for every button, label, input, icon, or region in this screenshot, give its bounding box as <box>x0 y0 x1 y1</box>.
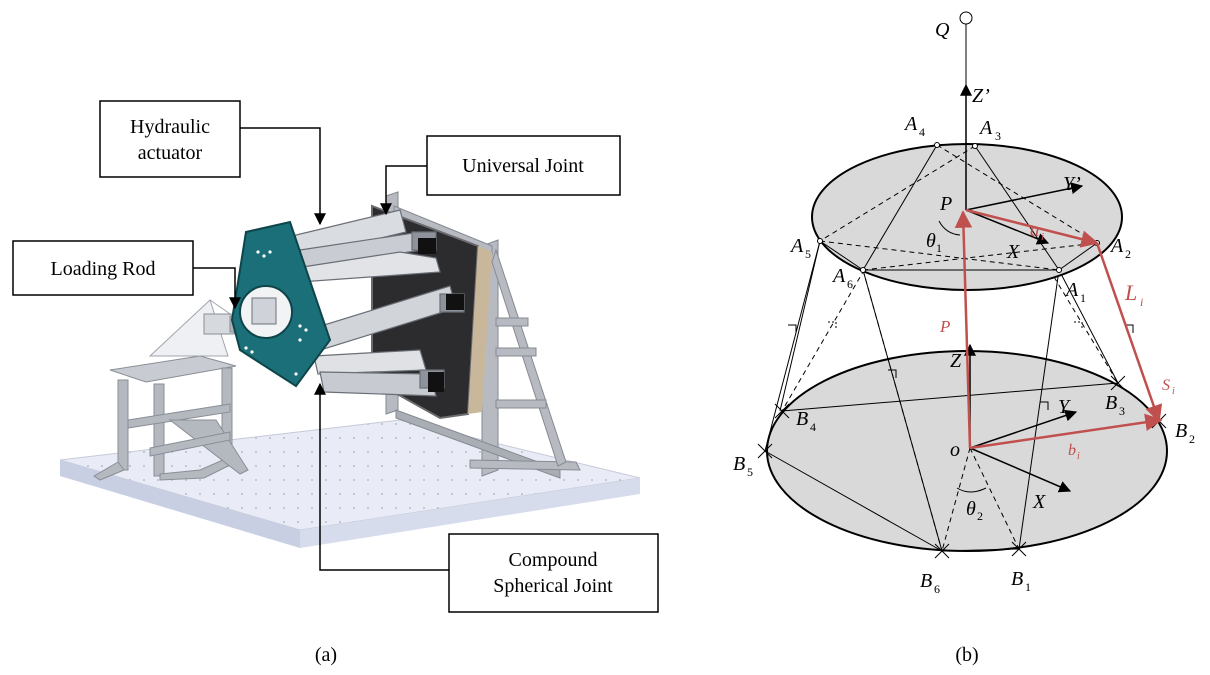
label-bi-sub: i <box>1077 451 1080 462</box>
callout-box-loading <box>12 240 194 296</box>
callout-compound-line1: Compound <box>509 549 598 571</box>
vector-li <box>1095 242 1163 423</box>
label-theta1-sub: 1 <box>936 241 942 255</box>
label-p-vector: P <box>939 317 950 336</box>
label-b2: B <box>1175 420 1187 442</box>
label-a2: A <box>1109 235 1124 257</box>
label-a5-sub: 5 <box>805 247 811 261</box>
label-b3: B <box>1105 392 1117 414</box>
callout-hydraulic-line1: Hydraulic <box>130 116 210 138</box>
callout-hydraulic-line2: actuator <box>138 142 203 164</box>
label-b5-sub: 5 <box>747 465 753 479</box>
vector-ai <box>965 208 1099 248</box>
vector-p <box>954 210 973 449</box>
point-q <box>959 11 973 25</box>
label-si-sub: i <box>1172 386 1175 397</box>
callout-loading: Loading Rod <box>51 258 156 280</box>
label-y: Y <box>1058 396 1071 418</box>
caption-b: (b) <box>955 644 978 666</box>
label-b4: B <box>796 408 808 430</box>
label-a3: A <box>978 117 993 139</box>
label-a2-sub: 2 <box>1125 247 1131 261</box>
callouts <box>12 100 659 613</box>
label-a3-sub: 3 <box>995 129 1001 143</box>
label-b5: B <box>733 453 745 475</box>
label-a6: A <box>831 265 846 287</box>
label-theta1: θ <box>926 230 936 252</box>
panel-a-rendering <box>59 191 641 548</box>
label-a4-sub: 4 <box>919 125 925 139</box>
callout-box-universal <box>426 135 621 196</box>
label-b1-sub: 1 <box>1025 580 1031 594</box>
callout-compound-line2: Spherical Joint <box>493 575 613 597</box>
label-bi: b <box>1068 442 1076 459</box>
label-li: L <box>1124 280 1137 305</box>
label-y-prime: Y’ <box>1063 173 1081 195</box>
callout-box-hydraulic <box>99 100 241 178</box>
callout-box-compound <box>448 533 659 613</box>
label-b6-sub: 6 <box>934 582 940 596</box>
label-b2-sub: 2 <box>1189 432 1195 446</box>
label-theta2-sub: 2 <box>977 509 983 523</box>
label-q: Q <box>935 19 950 41</box>
callout-universal: Universal Joint <box>462 155 584 177</box>
label-li-sub: i <box>1140 295 1143 309</box>
label-a5: A <box>789 235 804 257</box>
label-ai: a <box>1030 220 1040 241</box>
joint-brackets <box>418 238 464 392</box>
label-x-prime: X <box>1006 241 1020 263</box>
label-a6-sub: 6 <box>847 277 853 291</box>
label-a4: A <box>903 113 918 135</box>
label-theta2: θ <box>966 498 976 520</box>
label-x: X <box>1032 491 1046 513</box>
label-o: o <box>950 439 960 461</box>
label-b6: B <box>920 570 932 592</box>
loading-stand <box>93 299 275 481</box>
vector-bi <box>969 413 1163 450</box>
label-a1: A <box>1064 279 1079 301</box>
label-b1: B <box>1011 568 1023 590</box>
label-z: Z <box>950 350 962 372</box>
caption-a: (a) <box>315 644 337 666</box>
label-b3-sub: 3 <box>1119 404 1125 418</box>
plate-edge <box>468 246 492 414</box>
label-p-point: P <box>939 193 952 215</box>
label-b4-sub: 4 <box>810 420 816 434</box>
label-ai-sub: i <box>1041 231 1044 243</box>
label-si: S <box>1162 377 1170 394</box>
panel-b-schematic <box>757 11 1168 559</box>
label-a1-sub: 1 <box>1080 291 1086 305</box>
label-z-prime: Z’ <box>972 85 990 107</box>
